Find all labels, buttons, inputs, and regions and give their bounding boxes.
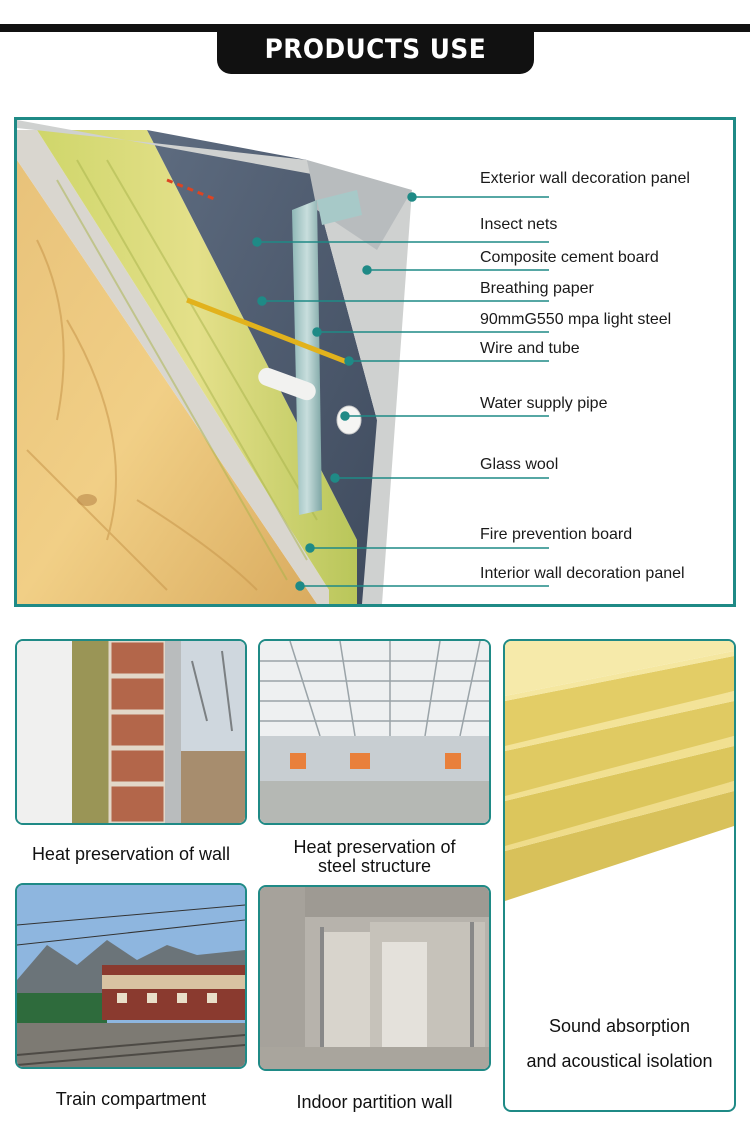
light-steel-shape (292, 200, 322, 515)
photo-steel-structure (258, 639, 491, 825)
caption-sound-absorption-line1: Sound absorption (548, 1016, 691, 1036)
caption-heat-preservation-steel: Heat preservation of steel structure (258, 838, 491, 876)
caption-sound-absorption-line2: and acoustical isolation (526, 1051, 713, 1071)
wall-layers-illustration (17, 120, 549, 604)
card-sound-absorption: Sound absorption and acoustical isolatio… (503, 639, 736, 1112)
label-composite-cement-board: Composite cement board (480, 249, 659, 266)
label-wire-and-tube: Wire and tube (480, 340, 580, 357)
photo-wall-insulation (15, 639, 247, 825)
fire-board-shape (17, 130, 329, 604)
label-fire-prevention-board: Fire prevention board (480, 526, 633, 543)
photo-glass-wool-boards (505, 641, 734, 901)
label-breathing-paper: Breathing paper (480, 280, 594, 297)
caption-steel-line1: Heat preservation of (293, 837, 456, 857)
insect-net-shape (147, 130, 377, 604)
photo-partition-wall (258, 885, 491, 1071)
caption-heat-preservation-wall: Heat preservation of wall (31, 844, 231, 864)
label-glass-wool: Glass wool (480, 456, 559, 473)
label-light-steel: 90mmG550 mpa light steel (480, 311, 672, 328)
caption-indoor-partition-wall: Indoor partition wall (296, 1092, 453, 1112)
label-water-supply-pipe: Water supply pipe (480, 395, 608, 412)
wall-structure-diagram: Exterior wall decoration panel Insect ne… (14, 117, 736, 607)
section-title: PRODUCTS USE (264, 33, 487, 65)
label-interior-wall-panel: Interior wall decoration panel (480, 565, 685, 582)
exterior-panel-shape (17, 120, 412, 604)
label-insect-nets: Insect nets (480, 216, 558, 233)
caption-steel-line2: steel structure (317, 856, 432, 876)
caption-train-compartment: Train compartment (55, 1089, 207, 1109)
section-title-tab: PRODUCTS USE (217, 24, 534, 74)
label-exterior-wall-panel: Exterior wall decoration panel (480, 170, 690, 187)
photo-train (15, 883, 247, 1069)
